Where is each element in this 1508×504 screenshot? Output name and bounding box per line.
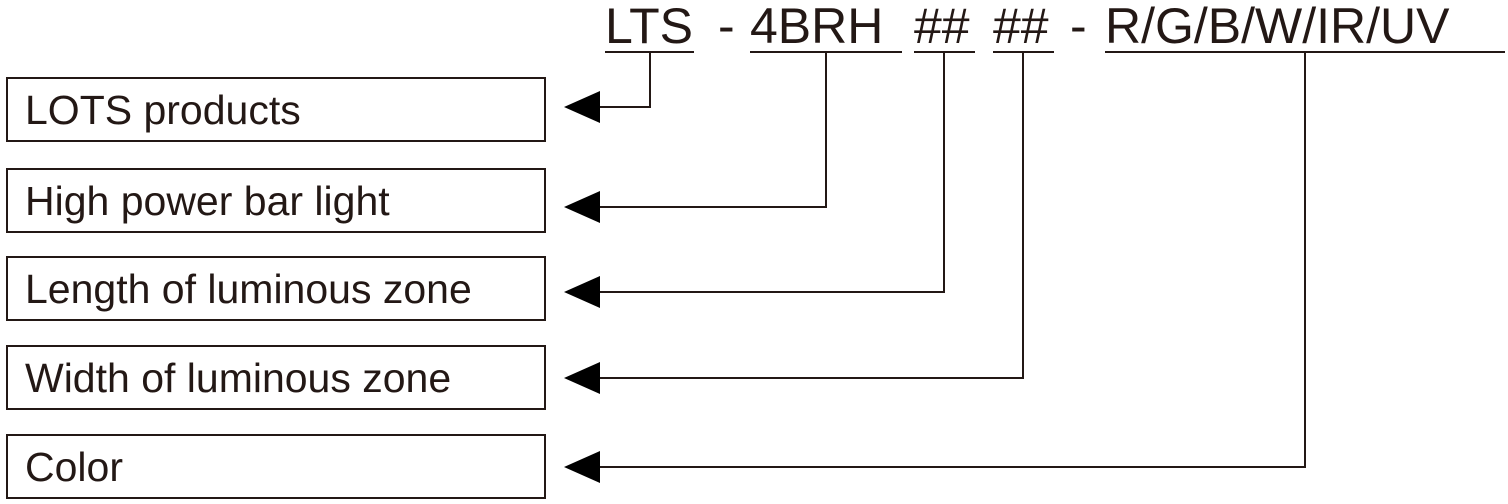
arrowhead-left-icon <box>564 362 600 394</box>
field-box-width-of-luminous-zone: Width of luminous zone <box>6 345 546 410</box>
leader-line-color <box>598 52 1306 468</box>
leader-line-width <box>598 52 1024 379</box>
field-box-high-power-bar-light: High power bar light <box>6 168 546 233</box>
code-length: ## <box>914 0 970 54</box>
code-width: ## <box>993 0 1049 54</box>
leader-line-model <box>598 52 827 208</box>
arrowheads <box>564 91 600 483</box>
leader-lines <box>598 52 1306 468</box>
code-prefix: LTS <box>605 0 693 54</box>
leader-line-length <box>598 52 945 293</box>
arrowhead-left-icon <box>564 91 600 123</box>
arrowhead-left-icon <box>564 276 600 308</box>
field-box-length-of-luminous-zone: Length of luminous zone <box>6 256 546 321</box>
arrowhead-left-icon <box>564 451 600 483</box>
code-color: R/G/B/W/IR/UV <box>1105 0 1450 54</box>
field-box-lots-products: LOTS products <box>6 77 546 142</box>
model-code: LTS - 4BRH ## ## - R/G/B/W/IR/UV <box>605 0 1450 54</box>
code-dash-2: - <box>1070 0 1087 54</box>
field-label: LOTS products <box>25 87 301 133</box>
field-label: Width of luminous zone <box>25 355 451 401</box>
arrowhead-left-icon <box>564 191 600 223</box>
field-label: Length of luminous zone <box>25 266 472 312</box>
code-model: 4BRH <box>750 0 883 54</box>
field-box-color: Color <box>6 434 546 499</box>
field-label: Color <box>25 444 123 490</box>
code-dash-1: - <box>718 0 735 54</box>
leader-line-prefix <box>598 52 651 108</box>
field-label: High power bar light <box>25 178 390 224</box>
